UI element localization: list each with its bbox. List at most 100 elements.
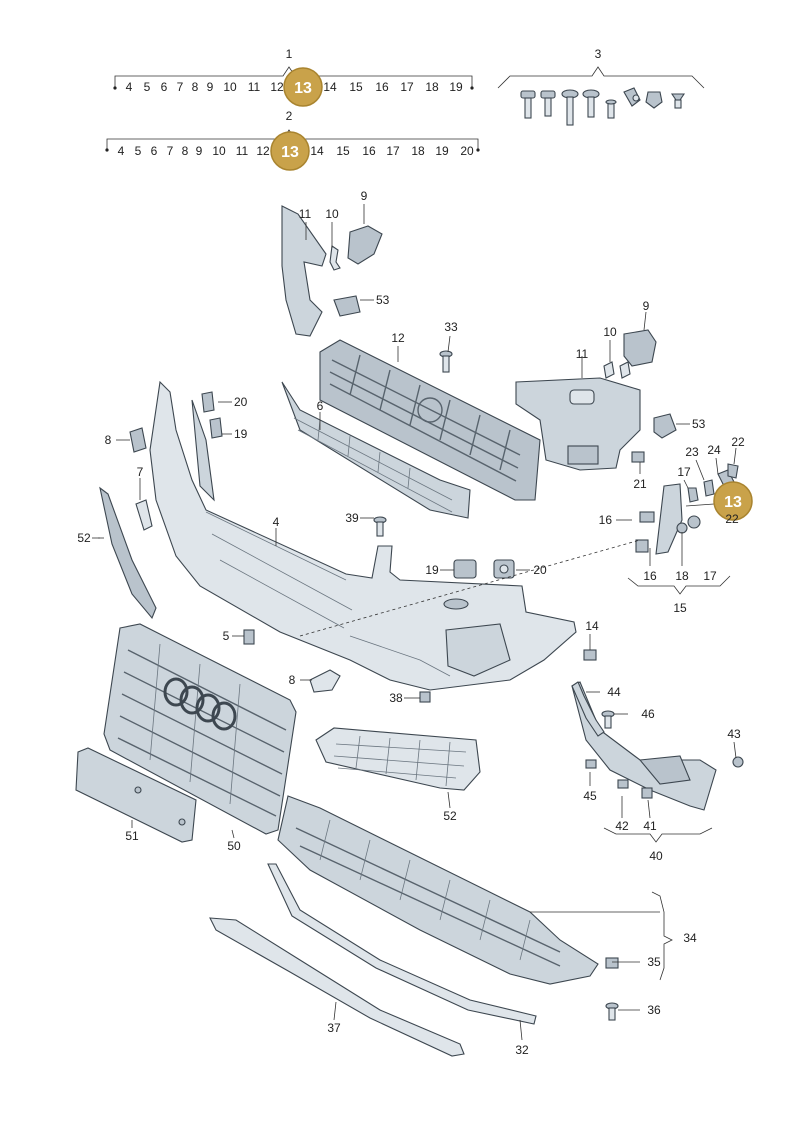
kit-number: 14 <box>323 80 337 94</box>
side-trim-52 <box>99 486 157 620</box>
kit-number: 12 <box>256 144 270 158</box>
callout-52: 52 <box>77 531 91 545</box>
leader-lines <box>92 204 737 1041</box>
callout-17: 17 <box>703 569 717 583</box>
callout-23: 23 <box>685 445 699 459</box>
kit-number: 17 <box>400 80 414 94</box>
callout-6: 6 <box>317 399 324 413</box>
kit-number: 18 <box>411 144 425 158</box>
kit-number: 8 <box>182 144 189 158</box>
callout-8: 8 <box>289 673 296 687</box>
kit-number: 10 <box>223 80 237 94</box>
kit-number: 15 <box>336 144 350 158</box>
kit-number: 16 <box>375 80 389 94</box>
callout-12: 12 <box>391 331 405 345</box>
tow-cover-8a <box>129 427 147 453</box>
kit-number: 6 <box>151 144 158 158</box>
license-plate-holder <box>75 747 197 843</box>
kit-number: 19 <box>435 144 449 158</box>
nut-icon <box>645 91 663 109</box>
callout-14: 14 <box>585 619 599 633</box>
radiator-grille <box>103 623 297 835</box>
callout-20: 20 <box>234 395 248 409</box>
clip-14 <box>583 649 597 661</box>
callout-37: 37 <box>327 1021 341 1035</box>
highlight-badge-part: 13 <box>685 481 753 521</box>
kit-number: 17 <box>386 144 400 158</box>
callout-labels: 11 10 9 53 12 33 6 20 19 8 7 52 4 39 19 … <box>77 189 745 1057</box>
callout-32: 32 <box>515 1043 529 1057</box>
right-bumper-bracket <box>515 329 677 471</box>
kit-3-label: 3 <box>595 47 602 61</box>
highlight-number: 13 <box>281 144 299 161</box>
callout-46: 46 <box>641 707 655 721</box>
clip-icon <box>670 93 686 109</box>
clip-19 <box>453 559 477 579</box>
clips-19-20-left <box>201 391 223 439</box>
highlight-badge-row2: 13 <box>270 131 310 171</box>
screw-39 <box>373 516 387 537</box>
highlight-badge-row1: 13 <box>283 67 323 107</box>
kit-number: 10 <box>212 144 226 158</box>
callout-24: 24 <box>707 443 721 457</box>
kit-1-label: 1 <box>286 47 293 61</box>
callout-21: 21 <box>633 477 647 491</box>
screw-kit-3: 3 <box>497 47 705 126</box>
kit-number: 6 <box>161 80 168 94</box>
callout-8: 8 <box>105 433 112 447</box>
kit-number: 9 <box>207 80 214 94</box>
kit-number: 5 <box>135 144 142 158</box>
kit-number: 8 <box>192 80 199 94</box>
callout-18: 18 <box>675 569 689 583</box>
left-bumper-bracket <box>281 205 383 337</box>
underbody-guard <box>277 795 599 985</box>
callout-9: 9 <box>643 299 650 313</box>
callout-11: 11 <box>299 207 312 221</box>
callout-51: 51 <box>125 829 139 843</box>
kit-number: 7 <box>167 144 174 158</box>
callout-52: 52 <box>443 809 457 823</box>
callout-11: 11 <box>576 347 589 361</box>
callout-36: 36 <box>647 1003 661 1017</box>
kit-number: 16 <box>362 144 376 158</box>
bumper-cover <box>149 380 577 691</box>
kit-2-label: 2 <box>286 109 293 123</box>
screw-icon <box>561 89 579 126</box>
screw-icon <box>605 99 617 119</box>
callout-53: 53 <box>376 293 390 307</box>
callout-33: 33 <box>444 320 458 334</box>
callout-19: 19 <box>425 563 439 577</box>
callout-42: 42 <box>615 819 629 833</box>
clip-35 <box>605 957 619 969</box>
callout-35: 35 <box>647 955 661 969</box>
callout-43: 43 <box>727 727 741 741</box>
tow-cover-8b <box>309 669 341 693</box>
callout-22: 22 <box>725 512 739 526</box>
callout-16: 16 <box>643 569 657 583</box>
screw-icon <box>520 90 536 119</box>
callout-34: 34 <box>683 931 697 945</box>
callout-22: 22 <box>731 435 745 449</box>
lower-grille <box>281 381 471 519</box>
screw-icon <box>540 90 556 117</box>
callout-44: 44 <box>607 685 621 699</box>
highlight-number: 13 <box>724 494 742 511</box>
kit-number: 18 <box>425 80 439 94</box>
clip-20 <box>493 559 515 579</box>
bracket-5 <box>243 629 255 645</box>
radiator-grille-frame <box>319 339 541 501</box>
kit-number: 19 <box>449 80 463 94</box>
callout-16: 16 <box>599 513 613 527</box>
callout-50: 50 <box>227 839 241 853</box>
callout-53: 53 <box>692 417 706 431</box>
callout-20: 20 <box>533 563 547 577</box>
audi-rings-logo <box>163 677 237 731</box>
callout-40: 40 <box>649 849 663 863</box>
callout-10: 10 <box>603 325 617 339</box>
screw-icon <box>582 89 600 118</box>
callout-19: 19 <box>234 427 248 441</box>
